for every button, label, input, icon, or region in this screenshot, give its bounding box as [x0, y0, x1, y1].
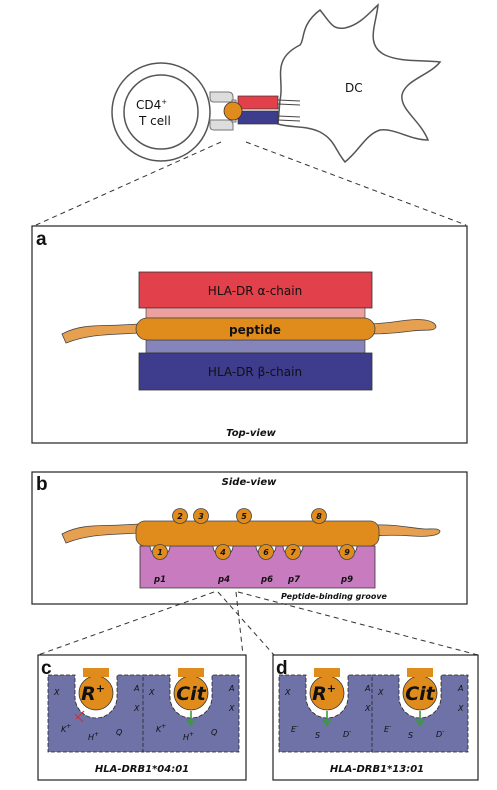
pocket-label-p9: p9 — [340, 575, 353, 585]
dendritic-cell — [277, 3, 442, 164]
pocket-residue: Q — [116, 728, 122, 737]
pocket-c-citrulline: Cit A X X Q K+ H+ — [142, 668, 240, 753]
side-chain-label: R+ — [312, 682, 336, 705]
pocket-c-arginine: R+ A X X Q K+ H+ — [47, 668, 145, 753]
residue-up-5: 5 — [236, 508, 252, 524]
alpha-chain-light — [145, 307, 366, 319]
pocket-residue: A — [364, 684, 370, 693]
alpha-chain — [138, 271, 373, 309]
peptide-dot — [223, 101, 243, 121]
pocket-label-p6: p6 — [260, 575, 273, 585]
peptide-body-b — [135, 520, 380, 547]
residue-number: 6 — [263, 548, 269, 557]
residue-down-7: 7 — [285, 544, 301, 560]
groove-label: Peptide-binding groove — [281, 592, 388, 601]
side-chain-label: R+ — [81, 682, 105, 705]
mhc-beta-bar — [237, 110, 279, 125]
pocket-residue: X — [53, 688, 60, 697]
residue-number: 9 — [344, 548, 350, 557]
side-chain-label: Cit — [176, 683, 206, 705]
pocket-d-arginine: R+ A X X E- S D- — [278, 668, 376, 753]
mhc-alpha-bar — [237, 95, 279, 110]
pocket-residue: D- — [436, 728, 444, 739]
pocket-label-p7: p7 — [287, 575, 300, 585]
peptide-tail-right-a — [369, 319, 437, 335]
side-chain-label: Cit — [405, 683, 435, 705]
cell-interaction: DC CD4+ T cell — [111, 3, 442, 164]
pocket-residue: X — [377, 688, 384, 697]
pocket-residue: D- — [343, 728, 351, 739]
pocket-residue: X — [284, 688, 291, 697]
pocket-residue: X — [457, 704, 464, 713]
pocket-residue: S — [315, 731, 320, 740]
alpha-chain-label: HLA-DR α-chain — [208, 284, 302, 298]
pocket-residue: X — [228, 704, 235, 713]
pocket-d-citrulline: Cit A X X E- S D- — [371, 668, 469, 753]
panel-b-caption: Side-view — [222, 477, 277, 488]
panel-a: a HLA-DR α-chain HLA-DR β-chain peptide … — [31, 225, 468, 444]
pocket-residue: H+ — [183, 731, 194, 742]
beta-chain — [138, 352, 373, 391]
peptide-label: peptide — [229, 323, 281, 337]
panel-c-letter: c — [41, 658, 52, 679]
panel-a-caption: Top-view — [226, 428, 276, 439]
panel-d-caption: HLA-DRB1*13:01 — [330, 764, 424, 775]
residue-down-4: 4 — [215, 544, 231, 560]
pocket-residue: K+ — [61, 723, 71, 734]
t-cell-label-line2: T cell — [138, 114, 171, 128]
panel-c-caption: HLA-DRB1*04:01 — [95, 764, 189, 775]
residue-number: 1 — [157, 548, 163, 557]
pocket-residue: H+ — [88, 731, 99, 742]
residue-down-1: 1 — [152, 544, 168, 560]
pocket-residue: Q — [211, 728, 217, 737]
peptide-tail-right-b — [371, 524, 441, 537]
t-cell-label-line1: CD4+ — [136, 98, 167, 112]
pocket-residue: E- — [384, 723, 391, 734]
dc-label: DC — [345, 81, 363, 95]
pocket-residue: A — [457, 684, 463, 693]
pocket-residue: E- — [291, 723, 298, 734]
pocket-label-p1: p1 — [153, 575, 166, 585]
residue-number: 7 — [290, 548, 296, 557]
pocket-residue: X — [364, 704, 371, 713]
residue-number: 4 — [219, 548, 226, 557]
peptide-body-a — [135, 317, 376, 341]
peptide-residues: 2 3 5 8 1 4 6 7 9 — [152, 508, 355, 560]
residue-down-6: 6 — [258, 544, 274, 560]
panel-b-letter: b — [36, 474, 48, 495]
residue-up-3: 3 — [193, 508, 209, 524]
panel-a-letter: a — [36, 229, 47, 250]
panel-d-letter: d — [276, 658, 288, 679]
pocket-label-p4: p4 — [217, 575, 230, 585]
salt-bridge — [74, 710, 85, 723]
pocket-residue: X — [133, 704, 140, 713]
residue-number: 5 — [241, 512, 247, 521]
pocket-residue: A — [133, 684, 139, 693]
pocket-residue: S — [408, 731, 413, 740]
panel-b: b Side-view 2 3 5 8 1 4 6 7 9 p1 p4 p6 p7 p9 Pep… — [31, 471, 468, 605]
residue-down-9: 9 — [339, 544, 355, 560]
residue-up-8: 8 — [311, 508, 327, 524]
residue-number: 3 — [198, 512, 204, 521]
residue-up-2: 2 — [172, 508, 188, 524]
pocket-residue: K+ — [156, 723, 166, 734]
beta-chain-light — [145, 339, 366, 354]
pocket-residue: X — [148, 688, 155, 697]
residue-number: 2 — [177, 512, 183, 521]
pocket-residue: A — [228, 684, 234, 693]
residue-number: 8 — [316, 512, 322, 521]
t-cell-inner — [123, 74, 199, 150]
beta-chain-label: HLA-DR β-chain — [208, 365, 302, 379]
